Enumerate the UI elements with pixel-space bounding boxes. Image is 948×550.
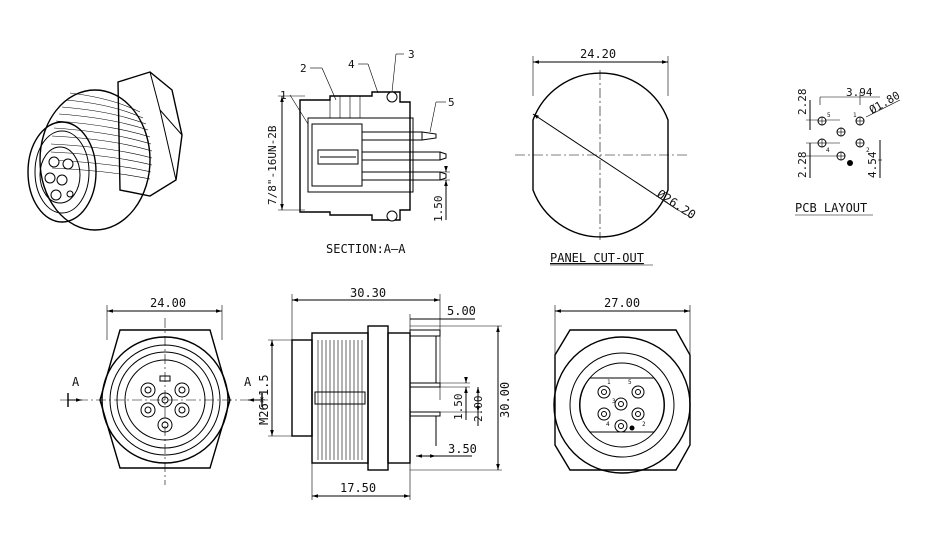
side-pin-tail-dim: 3.50 <box>448 442 477 456</box>
rear-pin-1: 1 <box>607 379 611 386</box>
rear-width-dim: 27.00 <box>604 296 640 310</box>
pcb-dim-454: 4.54 <box>866 151 879 178</box>
callout-1: 1 <box>280 89 287 102</box>
section-view: 7/8"-16UN-2B 1.50 1 2 <box>266 48 455 256</box>
pcb-pin-5: 5 <box>827 112 831 119</box>
pcb-layout-caption: PCB LAYOUT <box>795 201 867 215</box>
cutout-flat-dim: 24.20 <box>580 47 616 61</box>
pcb-layout-view: 3.94 Ø1.80 2.28 2.28 4.54 5 1 4 2 PCB LA… <box>795 86 902 216</box>
rear-pin-4: 4 <box>606 421 610 428</box>
isometric-view <box>27 71 183 231</box>
pcb-dim-228-top: 2.28 <box>796 89 809 116</box>
pcb-dim-228-bottom: 2.28 <box>796 152 809 179</box>
pcb-pin-2: 2 <box>866 147 870 154</box>
callout-2: 2 <box>300 62 307 75</box>
rear-view: 27.00 1 5 3 4 2 <box>553 296 691 474</box>
section-mark-left: A <box>72 375 80 389</box>
section-caption: SECTION:A—A <box>326 242 406 256</box>
pcb-pin-1: 1 <box>853 112 857 119</box>
rear-pin-3: 3 <box>612 398 616 405</box>
side-overall-dim: 30.30 <box>350 286 386 300</box>
rear-pin-5: 5 <box>628 379 632 386</box>
callout-5: 5 <box>448 96 455 109</box>
panel-cutout-view: 24.20 Ø26.20 PANEL CUT-OUT <box>515 47 698 266</box>
side-view: 30.30 5.00 M26*1.5 1.50 <box>257 286 512 500</box>
pcb-pin-4: 4 <box>826 147 830 154</box>
side-thread-length-dim: 17.50 <box>340 481 376 495</box>
front-view: 24.00 A A <box>60 296 270 485</box>
panel-cutout-caption: PANEL CUT-OUT <box>550 251 644 265</box>
front-width-dim: 24.00 <box>150 296 186 310</box>
rear-pin-2: 2 <box>642 421 646 428</box>
section-mark-right: A <box>244 375 252 389</box>
callout-4: 4 <box>348 58 355 71</box>
thread-spec-label: 7/8"-16UN-2B <box>266 125 279 205</box>
pcb-dim-394: 3.94 <box>846 86 873 99</box>
side-pin-length-dim: 5.00 <box>447 304 476 318</box>
side-height-dim: 30.00 <box>498 382 512 418</box>
callout-3: 3 <box>408 48 415 61</box>
side-pin-offset-dim: 2.00 <box>472 396 485 423</box>
side-thread-dim: M26*1.5 <box>257 374 271 425</box>
section-pin-pitch-dim: 1.50 <box>432 196 445 223</box>
side-pitch-dim: 1.50 <box>452 394 465 421</box>
